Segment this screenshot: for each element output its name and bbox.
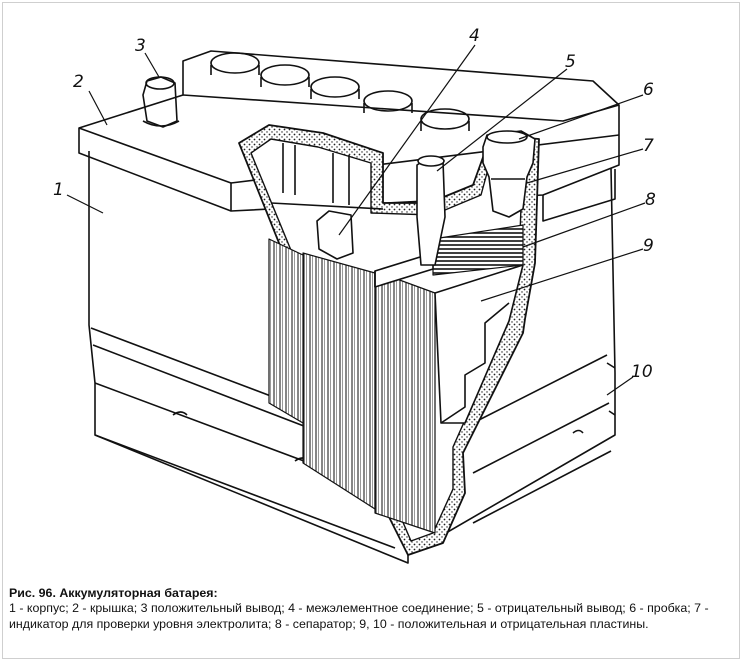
- leader-6: [518, 94, 644, 140]
- label-2: 2: [73, 72, 84, 92]
- leader-8: [522, 202, 646, 248]
- label-1: 1: [53, 180, 64, 200]
- positive-terminal: [142, 76, 180, 128]
- label-5: 5: [565, 52, 576, 72]
- label-3: 3: [135, 36, 146, 56]
- leader-3: [144, 52, 160, 78]
- leader-2: [88, 90, 108, 126]
- label-6: 6: [643, 80, 654, 100]
- label-10: 10: [631, 362, 653, 382]
- leader-lines: [66, 44, 646, 396]
- battery-diagram: 1 2 3 4 5 6 7 8 9 10: [53, 26, 656, 564]
- cell-caps: [210, 52, 470, 131]
- leader-10: [606, 376, 634, 396]
- leader-5: [436, 68, 568, 172]
- battery-case: [88, 151, 616, 564]
- figure-caption: Рис. 96. Аккумуляторная батарея: 1 - кор…: [9, 586, 733, 632]
- cutaway-section: [238, 124, 540, 556]
- caption-title: Рис. 96. Аккумуляторная батарея:: [9, 586, 218, 600]
- leader-7: [526, 148, 644, 184]
- label-9: 9: [643, 236, 654, 256]
- leader-1: [66, 194, 104, 214]
- leader-9: [480, 248, 644, 302]
- caption-text: 1 - корпус; 2 - крышка; 3 положительный …: [9, 601, 709, 631]
- label-8: 8: [645, 190, 656, 210]
- leader-4: [338, 44, 476, 236]
- label-4: 4: [469, 26, 480, 46]
- label-7: 7: [643, 136, 654, 156]
